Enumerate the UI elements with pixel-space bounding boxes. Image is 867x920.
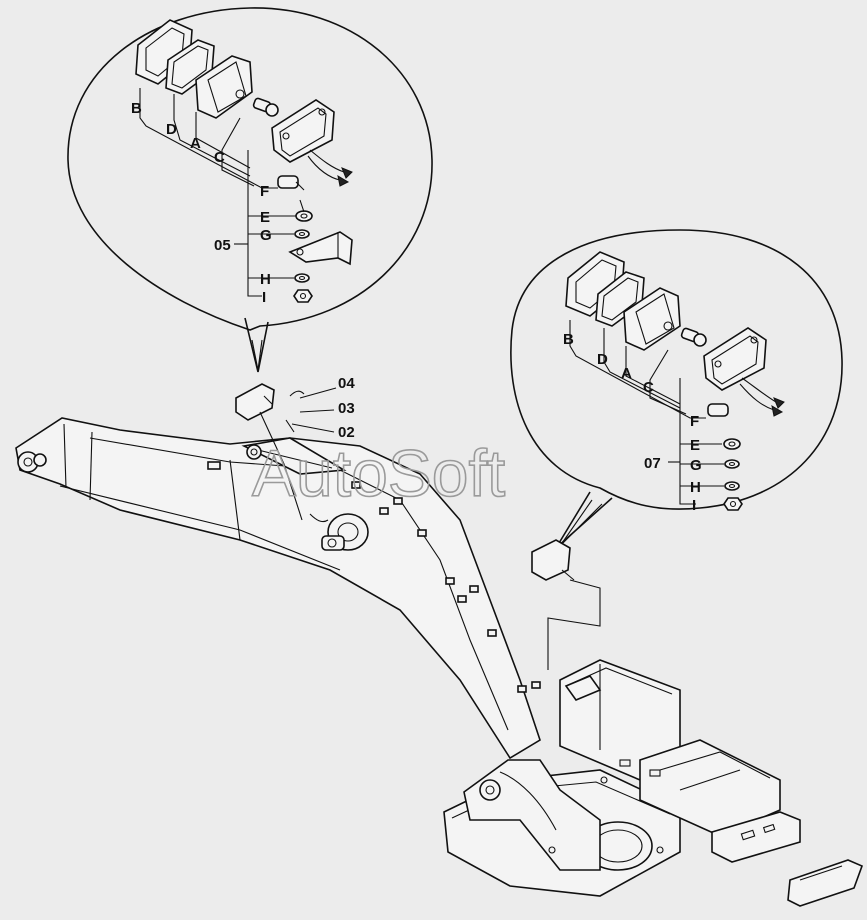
- lens-a-icon: [623, 287, 681, 351]
- label-left-b: B: [131, 100, 142, 117]
- callout-04: 04: [338, 375, 355, 392]
- washer-h-icon: [294, 273, 310, 283]
- watermark-text: AutoSoft: [252, 436, 505, 510]
- label-left-g: G: [260, 227, 272, 244]
- label-group-07: 07: [644, 455, 661, 472]
- upper-frame: [443, 659, 864, 907]
- label-left-f: F: [260, 183, 269, 200]
- washer-h-icon: [724, 481, 740, 491]
- label-left-h: H: [260, 271, 271, 288]
- detail-labels-left: B D A C F E G 05 H I: [131, 100, 272, 306]
- screw-f-icon: [707, 403, 729, 417]
- lamp-housing-icon: [703, 327, 785, 417]
- work-light-main-icon: [235, 383, 337, 521]
- bracket-icon: [288, 231, 353, 266]
- label-right-a: A: [621, 365, 632, 382]
- boom-assembly: [15, 417, 541, 760]
- screw-f-icon: [277, 175, 305, 191]
- bulb-c-icon: [252, 97, 279, 117]
- washer-g-icon: [724, 459, 740, 469]
- callout-02: 02: [338, 424, 355, 441]
- work-light-frame-icon: [531, 539, 601, 670]
- detail-parts-right: [565, 251, 785, 511]
- nut-i-icon: [293, 289, 313, 303]
- label-left-d: D: [166, 121, 177, 138]
- label-right-d: D: [597, 351, 608, 368]
- label-right-f: F: [690, 413, 699, 430]
- label-group-05: 05: [214, 237, 231, 254]
- label-right-b: B: [563, 331, 574, 348]
- washer-e-icon: [723, 438, 741, 450]
- label-right-i: I: [692, 497, 696, 514]
- bulb-c-icon: [680, 327, 707, 347]
- lamp-housing-icon: [271, 99, 353, 187]
- cylinder-mount-icon: [321, 513, 369, 551]
- lens-a-icon: [195, 55, 253, 119]
- boom-pin-icon: [17, 451, 47, 473]
- label-right-g: G: [690, 457, 702, 474]
- detail-bubble-right: [510, 229, 843, 549]
- label-left-i: I: [262, 289, 266, 306]
- light-bracket-icon: [241, 437, 347, 475]
- nut-i-icon: [723, 497, 743, 511]
- callouts-main: 04 03 02: [338, 375, 355, 441]
- label-right-e: E: [690, 437, 700, 454]
- label-left-e: E: [260, 209, 270, 226]
- label-left-a: A: [190, 135, 201, 152]
- washer-g-icon: [294, 229, 310, 239]
- boom-fittings: [207, 461, 541, 693]
- detail-labels-right: B D A C F E G 07 H I: [563, 331, 702, 514]
- label-right-c: C: [643, 379, 654, 396]
- washer-e-icon: [295, 210, 313, 222]
- counterweight-plates: [711, 811, 864, 907]
- detail-parts-left: [135, 19, 353, 303]
- label-right-h: H: [690, 479, 701, 496]
- callout-03: 03: [338, 400, 355, 417]
- label-left-c: C: [214, 149, 225, 166]
- detail-bubble-left: [67, 7, 433, 373]
